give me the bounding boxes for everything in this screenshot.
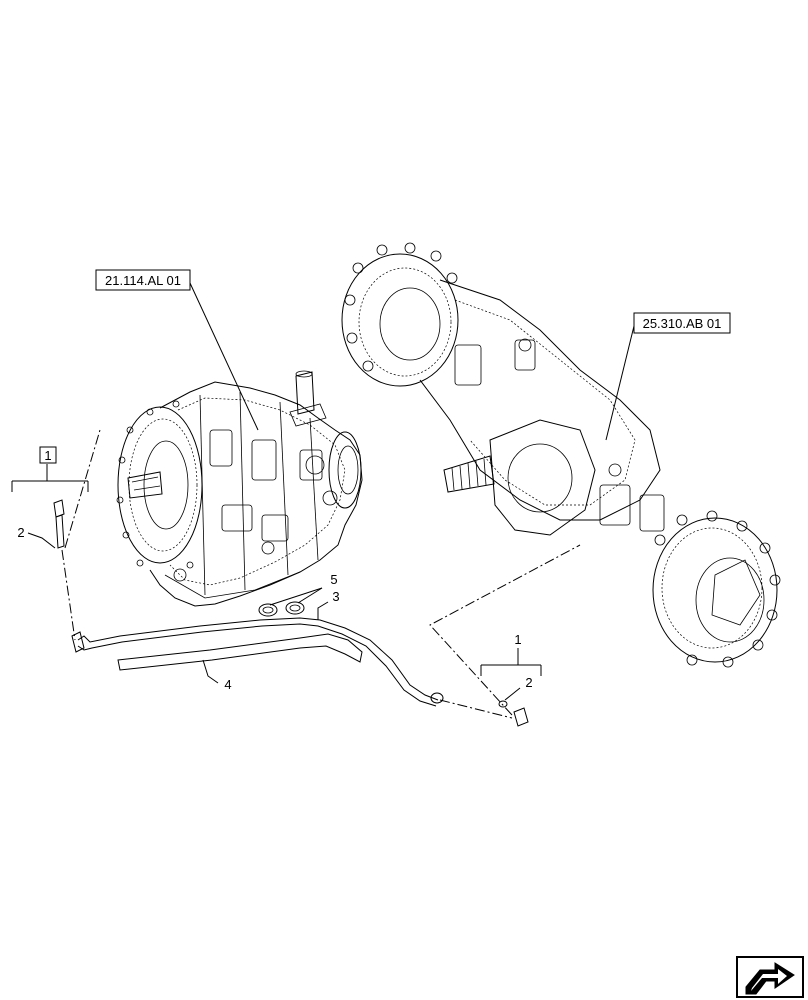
svg-text:1: 1 bbox=[44, 448, 51, 463]
callout-2-right: 2 bbox=[525, 675, 532, 690]
callout-2-left: 2 bbox=[17, 525, 24, 540]
callout-3: 3 bbox=[332, 589, 339, 604]
tube-assembly bbox=[53, 499, 529, 727]
leader-lines bbox=[11, 282, 635, 719]
clamps-drawing bbox=[258, 601, 305, 617]
transmission-reference[interactable]: 21.114.AL 01 bbox=[95, 269, 191, 291]
callout-1-right: 1 bbox=[514, 632, 521, 647]
svg-text:25.310.AB 01: 25.310.AB 01 bbox=[643, 316, 722, 331]
transmission-drawing bbox=[116, 370, 363, 607]
callout-1-left: 1 bbox=[39, 446, 57, 464]
axle-reference[interactable]: 25.310.AB 01 bbox=[633, 312, 731, 334]
svg-text:21.114.AL 01: 21.114.AL 01 bbox=[105, 273, 181, 288]
next-page-arrow-icon[interactable] bbox=[736, 956, 804, 998]
callout-5: 5 bbox=[330, 572, 337, 587]
axle-drawing bbox=[341, 242, 781, 668]
callout-4: 4 bbox=[224, 677, 231, 692]
